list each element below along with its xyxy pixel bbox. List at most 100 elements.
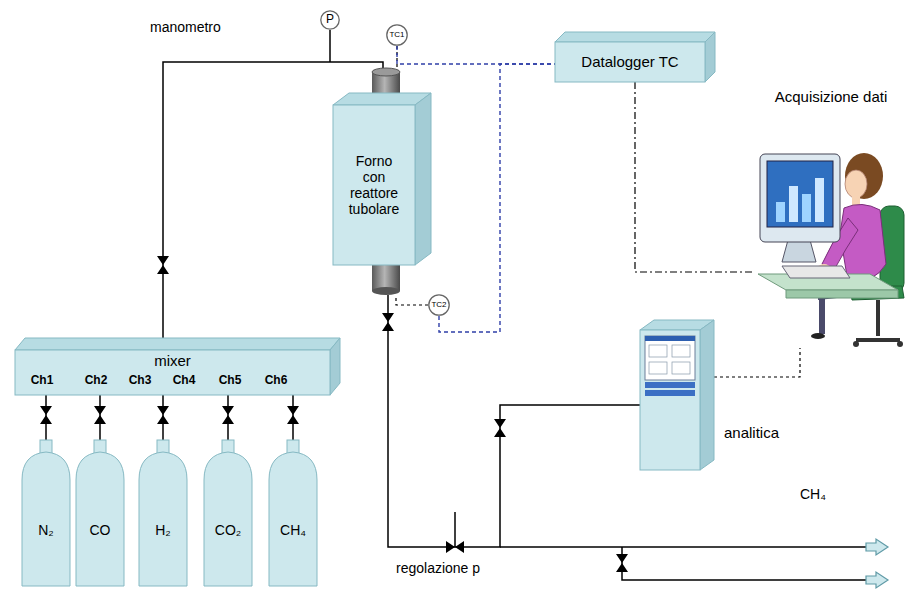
node-text: analitica <box>724 424 779 441</box>
analyzer-cabinet-outline <box>672 362 690 374</box>
connector-line <box>396 295 428 305</box>
gas-cylinder-outline <box>76 452 124 586</box>
gauge-stem <box>330 30 331 62</box>
gas-cylinder: CO₂ <box>202 440 254 588</box>
data-workstation-outline <box>789 186 798 222</box>
analyzer-cabinet-outline <box>672 345 690 357</box>
channel-label: Ch5 <box>219 374 242 388</box>
outlet-line <box>500 547 872 580</box>
data-workstation-outline <box>897 341 903 347</box>
analyzer-cabinet-outline <box>645 390 695 396</box>
data-workstation-outline <box>760 154 840 242</box>
thermocouple-outline <box>387 25 407 45</box>
analyzer-cabinet-outline <box>649 345 667 357</box>
connector-line <box>714 348 800 377</box>
outlet-line <box>622 547 872 580</box>
furnace-reactor-outline <box>415 93 431 265</box>
outlet-arrow <box>866 539 888 555</box>
valve-symbol <box>40 256 628 572</box>
connector-line <box>388 295 640 547</box>
datalogger-box-outline <box>555 32 715 42</box>
connector-line <box>397 46 555 64</box>
gas-cylinder: CO <box>74 440 126 588</box>
gas-cylinder-outline <box>269 452 317 586</box>
node-text: TC2 <box>428 294 450 316</box>
gas-mixer-outline <box>15 338 340 350</box>
gas-cylinder-outline <box>74 440 126 588</box>
node-text: Forno con reattore tubolare <box>344 110 404 260</box>
channel-label: Ch3 <box>129 374 152 388</box>
gas-cylinder-outline <box>202 440 254 588</box>
connector-line <box>162 395 164 440</box>
furnace-reactor-outline <box>372 68 400 76</box>
connector-line <box>227 395 229 440</box>
gauge-label: manometro <box>150 19 221 35</box>
node-text: P <box>320 10 340 30</box>
data-workstation-outline <box>853 341 859 347</box>
thermocouple: TC2 <box>428 294 450 316</box>
node-text: TC1 <box>386 24 408 46</box>
data-workstation-outline <box>815 178 824 222</box>
pressure-gauge: P <box>320 10 340 30</box>
data-workstation-outline <box>819 298 825 334</box>
node-text: CO <box>75 518 125 542</box>
analyzer-cabinet-outline <box>645 336 695 341</box>
data-workstation-outline <box>782 266 850 278</box>
outlet-arrow <box>866 539 888 588</box>
analyzer-cabinet-outline <box>700 320 714 470</box>
gas-cylinder: CH₄ <box>267 440 319 588</box>
connector-line <box>99 395 101 440</box>
analyzer-cabinet-outline <box>645 382 695 388</box>
datalogger-box-outline <box>555 42 705 82</box>
data-workstation-outline <box>782 240 816 262</box>
data-workstation-outline <box>802 194 811 222</box>
furnace-reactor: Forno con reattore tubolare <box>333 68 433 295</box>
channel-label: Ch4 <box>173 374 196 388</box>
data-workstation-outline <box>876 300 880 336</box>
gas-mixer-outline <box>15 350 330 395</box>
analyzer-cabinet: analitica <box>640 318 714 470</box>
data-workstation-outline <box>758 153 904 347</box>
outlet-label: CH₄ <box>800 486 826 502</box>
node-text: Acquisizione dati <box>756 86 906 108</box>
data-workstation-outline <box>752 86 908 348</box>
connector-line <box>635 82 752 272</box>
data-workstation-outline <box>776 202 785 222</box>
gas-cylinder-outline <box>204 452 252 586</box>
pressure-regulator-stem <box>455 512 456 547</box>
thermocouple-outline <box>429 295 449 315</box>
analyzer-cabinet-outline <box>649 362 667 374</box>
data-workstation-outline <box>845 153 883 199</box>
node-text: CH₄ <box>268 518 318 542</box>
data-workstation-outline <box>767 161 833 227</box>
analyzer-cabinet-outline <box>640 318 714 470</box>
gas-cylinder-outline <box>22 452 70 586</box>
data-workstation-outline <box>845 170 867 198</box>
datalogger-box-outline <box>705 32 715 82</box>
datalogger-box: Datalogger TC <box>555 32 715 82</box>
regulator-label: regolazione p <box>396 560 480 576</box>
node-text: Datalogger TC <box>557 43 703 81</box>
connector-line <box>292 395 294 440</box>
pressure-gauge-outline <box>321 11 339 29</box>
data-workstation-outline <box>811 333 825 339</box>
node-text: N₂ <box>21 518 71 542</box>
gas-mixer-outline <box>330 338 340 395</box>
gas-cylinder: H₂ <box>137 440 189 588</box>
furnace-reactor-outline <box>333 105 415 265</box>
analyzer-cabinet-outline <box>640 330 700 470</box>
thermocouple: TC1 <box>386 24 408 46</box>
furnace-reactor-outline <box>333 93 431 105</box>
connector-line <box>439 64 555 332</box>
data-workstation-outline <box>786 290 898 298</box>
outlet-line <box>500 546 872 548</box>
gas-cylinder-outline <box>20 440 72 588</box>
node-text: mixer <box>15 351 330 371</box>
node-text: H₂ <box>138 518 188 542</box>
gas-cylinder-outline <box>267 440 319 588</box>
furnace-reactor-outline <box>372 287 400 295</box>
channel-label: Ch6 <box>265 374 288 388</box>
gas-cylinder-outline <box>139 452 187 586</box>
gas-cylinder-outline <box>137 440 189 588</box>
